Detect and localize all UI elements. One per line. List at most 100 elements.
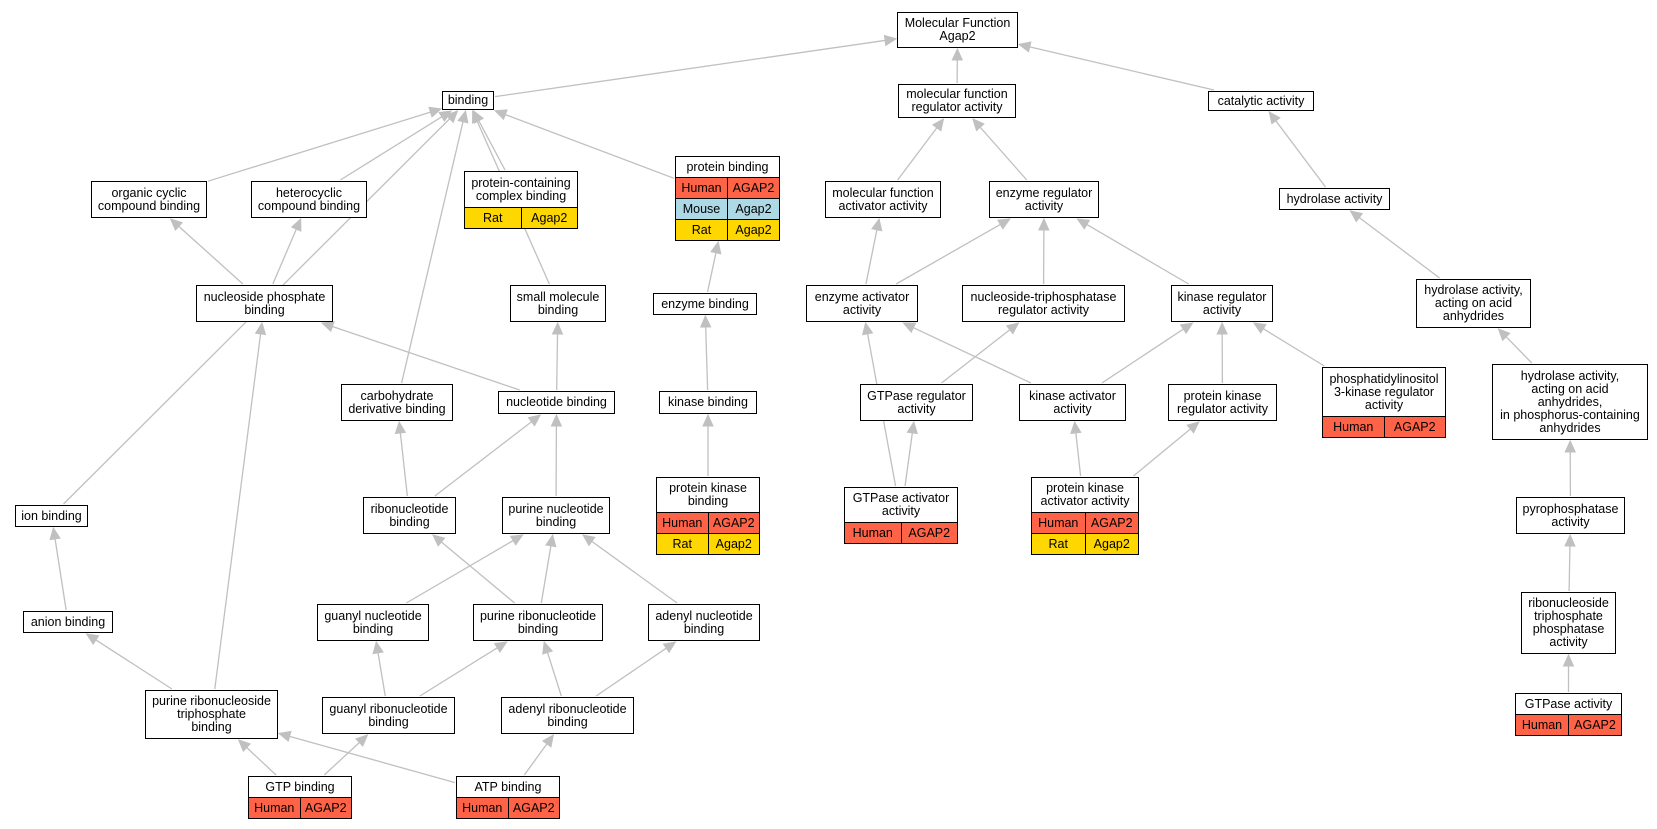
arrowhead-atp-to-adenylribo xyxy=(541,734,555,748)
go-term-node-mfra: molecular function regulator activity xyxy=(898,84,1016,118)
arrowhead-kinreg-to-enzreg xyxy=(1076,218,1091,230)
go-term-node-mf: Molecular Function Agap2 xyxy=(897,12,1018,48)
arrowhead-prnt-to-nucphos xyxy=(254,321,267,336)
go-term-label: binding xyxy=(447,93,489,107)
edge-adenylribo-to-purribo xyxy=(546,652,562,697)
edge-hydphos-to-hydacid xyxy=(1505,336,1533,364)
arrowhead-organic-to-binding xyxy=(428,106,443,118)
go-term-node-ion: ion binding xyxy=(15,505,88,527)
species-cell: Rat xyxy=(691,222,712,237)
go-term-node-adenylnuc: adenyl nucleotide binding xyxy=(648,604,760,641)
go-term-node-catalytic: catalytic activity xyxy=(1208,91,1314,111)
go-term-node-enzact: enzyme activator activity xyxy=(806,285,918,322)
go-term-label: ribonucleotide binding xyxy=(370,501,449,529)
go-term-label: ATP binding xyxy=(474,779,542,794)
go-term-node-ntpase: ribonucleoside triphosphate phosphatase … xyxy=(1521,592,1616,654)
go-term-label: organic cyclic compound binding xyxy=(97,185,201,213)
go-term-node-guanylnuc: guanyl nucleotide binding xyxy=(317,604,429,641)
arrowhead-pkact-to-pkreg xyxy=(1186,421,1200,434)
gene-cell: Agap2 xyxy=(520,208,578,228)
species-cell: Rat xyxy=(1048,536,1068,551)
species-cell: Human xyxy=(1333,419,1374,434)
edge-purribo-to-purnuc xyxy=(540,545,552,604)
go-term-label: ion binding xyxy=(21,508,82,523)
edge-enzact-to-mfaa xyxy=(865,229,878,285)
edge-nucleo-to-smallmol xyxy=(556,333,559,391)
edge-guanylribo-to-purribo xyxy=(419,647,498,697)
go-term-label: GTPase regulator activity xyxy=(867,388,966,416)
go-term-node-guanylribo: guanyl ribonucleotide binding xyxy=(322,697,455,734)
arrowhead-nucleo-to-smallmol xyxy=(551,321,564,335)
arrowhead-enzact-to-enzreg xyxy=(997,218,1011,230)
edge-pcomplex-to-binding xyxy=(478,120,506,171)
go-term-label: heterocyclic compound binding xyxy=(257,185,361,213)
arrowhead-catalytic-to-mf xyxy=(1017,41,1032,53)
gene-cell: AGAP2 xyxy=(507,798,560,818)
go-term-label: purine nucleotide binding xyxy=(508,501,604,529)
edge-kinact-to-enzact xyxy=(913,327,1032,384)
arrowhead-ribonuc-to-nucleo xyxy=(527,414,542,427)
go-term-node-kinact: kinase activator activity xyxy=(1019,384,1126,421)
edge-gtp-to-guanylribo xyxy=(323,741,360,776)
species-cell: Rat xyxy=(672,536,692,551)
edge-adenylribo-to-adenylnuc xyxy=(595,647,667,697)
go-term-node-enzreg: enzyme regulator activity xyxy=(989,181,1099,218)
edge-hetero-to-binding xyxy=(339,116,443,181)
arrowhead-kinact-to-enzact xyxy=(902,322,917,334)
go-term-node-pyro: pyrophosphatase activity xyxy=(1516,497,1625,534)
edge-guanylnuc-to-purnuc xyxy=(406,539,514,604)
arrowhead-purribo-to-ribonuc xyxy=(431,534,446,547)
edge-pi3k-to-kinreg xyxy=(1262,328,1325,367)
go-term-label: molecular function regulator activity xyxy=(906,87,1008,114)
go-term-node-ntpreg: nucleoside-triphosphatase regulator acti… xyxy=(962,285,1125,322)
go-term-node-nucphos: nucleoside phosphate binding xyxy=(196,285,333,322)
edge-nucleo-to-nucphos xyxy=(332,325,520,391)
go-term-node-hetero: heterocyclic compound binding xyxy=(251,181,367,218)
go-term-label: pyrophosphatase activity xyxy=(1522,501,1619,529)
arrowhead-enzbind-to-protein xyxy=(710,240,722,255)
arrowhead-pkbind-to-kinbind xyxy=(702,413,714,427)
go-term-label: guanyl nucleotide binding xyxy=(324,608,422,636)
edge-organic-to-binding xyxy=(207,111,431,182)
go-term-label: catalytic activity xyxy=(1217,93,1305,108)
go-term-node-purribo: purine ribonucleotide binding xyxy=(473,604,603,641)
go-term-node-gtpreg: GTPase regulator activity xyxy=(860,384,973,421)
arrowhead-guanylribo-to-purribo xyxy=(493,641,508,653)
go-term-label: nucleotide binding xyxy=(506,395,607,409)
go-term-node-kinbind: kinase binding xyxy=(659,391,757,414)
species-cell: Human xyxy=(681,180,722,195)
go-term-label: nucleoside phosphate binding xyxy=(203,289,326,317)
arrowhead-gtp-to-guanylribo xyxy=(355,734,369,748)
go-term-label: purine ribonucleoside triphosphate bindi… xyxy=(152,694,271,734)
edge-nucphos-to-hetero xyxy=(272,228,297,285)
edge-ribonuc-to-carbo xyxy=(399,432,408,497)
go-term-label: enzyme binding xyxy=(661,296,749,311)
go-term-node-kinreg: kinase regulator activity xyxy=(1171,285,1273,322)
arrowhead-hydphos-to-hydacid xyxy=(1497,328,1511,342)
species-cell: Rat xyxy=(483,210,503,225)
arrowhead-gtpase-to-ntpase xyxy=(1562,653,1575,667)
edge-pkact-to-kinact xyxy=(1075,432,1082,477)
edge-nucphos-to-organic xyxy=(178,225,244,285)
go-term-node-organic: organic cyclic compound binding xyxy=(91,181,207,218)
species-cell: Mouse xyxy=(682,201,721,216)
go-term-label: phosphatidylinositol 3-kinase regulator … xyxy=(1329,371,1439,412)
go-term-label: protein-containing complex binding xyxy=(471,175,571,203)
arrowhead-kinact-to-kinreg xyxy=(1179,322,1194,335)
gene-cell: Agap2 xyxy=(707,534,760,554)
species-cell: Human xyxy=(1038,515,1079,530)
go-term-label: ribonucleoside triphosphate phosphatase … xyxy=(1528,596,1609,649)
arrowhead-mfaa-to-mfra xyxy=(931,118,945,132)
gene-cell: Agap2 xyxy=(727,199,779,219)
arrowhead-nucphos-to-hetero xyxy=(290,217,302,232)
